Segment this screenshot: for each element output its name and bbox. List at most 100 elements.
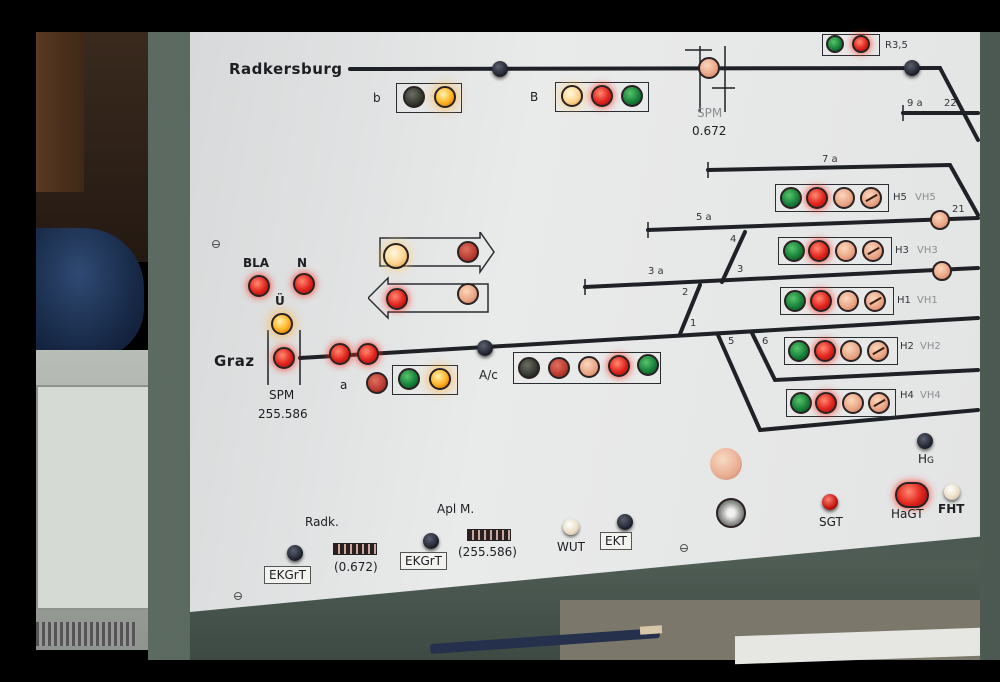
signal-b-big-lamp-3 [621,85,643,107]
panel-face [190,32,980,612]
signal-a-c-lamp-1 [518,357,540,379]
signal-h4-lamp-peach [842,392,864,414]
n-label: N [297,256,308,270]
track-joint-right [904,60,920,76]
signal-h4-lamp-green [790,392,812,414]
ekt-tag: EKT [600,532,632,550]
track-label-1: 1 [690,318,697,329]
signal-h3-lamp-peach [835,240,857,262]
device-vent [36,622,136,646]
track-joint-radkersburg [492,61,508,77]
hagt-button[interactable] [895,482,929,508]
wooden-frame [36,32,84,192]
track-label-22: 22 [944,98,957,109]
signal-h2-label: H2 [900,341,914,352]
radk-label: Radk. [305,515,339,529]
signal-r35-lamp-2 [852,35,870,53]
signal-a-c-lamp-2 [548,357,570,379]
graz-track-lamp-1 [329,343,351,365]
ekt-button[interactable] [617,514,633,530]
bla-label: BLA [243,256,270,270]
signal-vh2-label: VH2 [920,341,941,352]
signal-a-small-label: a [340,378,348,392]
hagt-label: HaGT [891,507,924,521]
track-lamp-21 [930,210,950,230]
track-label-2: 2 [682,287,689,298]
spm-radkersburg-label: SPM [697,106,723,120]
track-label-5: 5 [728,336,735,347]
arrow-right-lamp-red [457,241,479,263]
signal-h3-label: H3 [895,245,909,256]
track-label-3: 3 [737,264,744,275]
ekgrt-aplm-button[interactable] [423,533,439,549]
track-label-9a: 9 a [907,98,923,109]
arrow-left-lamp-peach [457,283,479,305]
hg-button[interactable] [917,433,933,449]
spm-graz-value: 255.586 [258,407,308,421]
signal-b-small-lamp-2 [434,86,456,108]
signal-h3-lamp-slash [862,240,884,262]
graz-track-lamp-2 [357,343,379,365]
signal-h5-lamp-peach [833,187,855,209]
signal-a-small-lamp-red [366,372,388,394]
aplm-label: Apl M. [437,502,475,516]
hg-label-main: H [918,452,928,466]
signal-vh1-label: VH1 [917,295,938,306]
signal-h1-lamp-red [810,290,832,312]
signal-h2-lamp-slash [867,340,889,362]
u-label: Ü [275,294,285,308]
counter-aplm-value: (255.586) [458,545,517,559]
signal-h1-lamp-slash [864,290,886,312]
signal-r35-lamp-1 [826,35,844,53]
signal-b-small-label: b [373,91,381,105]
wut-label: WUT [557,540,585,554]
fht-label: FHT [938,502,965,516]
track-label-4: 4 [730,234,737,245]
signal-h2-lamp-green [788,340,810,362]
spm-radkersburg-lamp [698,57,720,79]
signal-a-small-lamp-green [398,368,420,390]
signal-h2-lamp-red [814,340,836,362]
bla-lamp [248,275,270,297]
signal-h5-label: H5 [893,192,907,203]
signal-h5-lamp-slash [860,187,882,209]
signal-h5-lamp-green [780,187,802,209]
sgt-button[interactable] [822,494,838,510]
arrow-right-lamp-lit [383,243,409,269]
indicator-lamp-large [710,448,742,480]
signal-r35-label: R3,5 [885,40,908,51]
signal-b-small-lamp-1 [403,86,425,108]
signal-h1-lamp-green [784,290,806,312]
hg-label-sub: G [927,456,935,466]
signal-h3-lamp-green [783,240,805,262]
fht-button[interactable] [944,484,960,500]
signal-a-c-lamp-5 [637,354,659,376]
wut-button[interactable] [563,519,579,535]
panel-screw-1 [212,240,220,248]
signal-vh3-label: VH3 [917,245,938,256]
station-name-graz: Graz [214,352,255,370]
signal-b-big-lamp-1 [561,85,583,107]
signal-a-small-lamp-orange [429,368,451,390]
hg-label: HG [918,452,934,466]
key-switch[interactable] [716,498,746,528]
signal-h1-lamp-peach [837,290,859,312]
signal-b-big-lamp-2 [591,85,613,107]
track-label-21: 21 [952,204,965,215]
sgt-label: SGT [819,515,843,529]
ekgrt-radk-button[interactable] [287,545,303,561]
graz-entry-lamp [273,347,295,369]
panel-screw-2 [234,592,242,600]
n-lamp [293,273,315,295]
signal-a-c-label: A/c [479,368,498,382]
signal-h4-lamp-slash [868,392,890,414]
signal-h2-lamp-peach [840,340,862,362]
signal-h3-lamp-red [808,240,830,262]
spm-graz-label: SPM [269,388,295,402]
track-label-5a: 5 a [696,212,712,223]
track-lamp-3a [932,261,952,281]
ekgrt-radk-tag: EKGrT [264,566,312,584]
signal-h5-lamp-red [806,187,828,209]
